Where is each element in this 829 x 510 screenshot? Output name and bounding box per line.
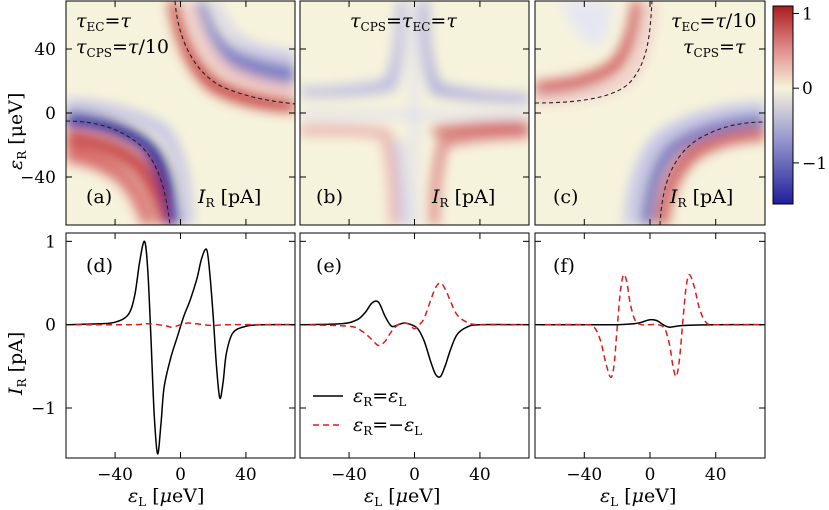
series-line-solid bbox=[535, 318, 765, 328]
series-line-dashed bbox=[300, 282, 529, 347]
x-tick-label: −40 bbox=[97, 465, 133, 485]
xlabel-e: εL [μeV] bbox=[364, 485, 440, 509]
panel-label-f: (f) bbox=[553, 255, 575, 277]
svg-text:IR [pA]: IR [pA] bbox=[669, 186, 733, 210]
colorbar-tick-label: −1 bbox=[802, 154, 827, 174]
series-line-dashed bbox=[66, 322, 295, 328]
colorbar-tick-label: 0 bbox=[802, 79, 813, 99]
x-tick-label: 40 bbox=[705, 465, 727, 485]
svg-text:τCPS=τ/10: τCPS=τ/10 bbox=[76, 36, 169, 60]
panel-label-e: (e) bbox=[316, 255, 342, 277]
annotation-c: τEC=τ/10 τCPS=τ bbox=[671, 10, 756, 60]
panel-label-a: (a) bbox=[86, 186, 112, 208]
dashed-hyperbola-a-upper bbox=[174, 1, 295, 105]
svg-text:εR [μeV]: εR [μeV] bbox=[5, 93, 29, 170]
panel-label-c: (c) bbox=[553, 186, 578, 208]
heatmap-a bbox=[66, 1, 295, 225]
svg-text:εL [μeV]: εL [μeV] bbox=[600, 485, 676, 509]
x-tick-label: 40 bbox=[469, 465, 491, 485]
quantity-label-c: IR [pA] bbox=[669, 186, 733, 210]
panel-label-d: (d) bbox=[86, 255, 113, 277]
svg-text:τEC=τ: τEC=τ bbox=[76, 10, 131, 34]
series-line-solid bbox=[66, 240, 295, 455]
y-tick-label: −40 bbox=[20, 168, 56, 188]
series-line-solid bbox=[300, 300, 529, 378]
x-tick-label: −40 bbox=[331, 465, 367, 485]
annotation-b: τCPS=τEC=τ bbox=[350, 10, 457, 34]
y-tick-label: −1 bbox=[31, 399, 56, 419]
colorbar: 1 0 −1 bbox=[772, 4, 827, 205]
legend: εR=εL εR=−εL bbox=[313, 385, 422, 438]
dashed-hyperbola-c-lower bbox=[659, 121, 765, 225]
x-tick-label: 0 bbox=[409, 465, 420, 485]
heatmap-b bbox=[300, 1, 529, 225]
svg-text:IR [pA]: IR [pA] bbox=[197, 186, 261, 210]
svg-text:τEC=τ/10: τEC=τ/10 bbox=[671, 10, 756, 34]
annotation-a: τEC=τ τCPS=τ/10 bbox=[76, 10, 169, 60]
axis-ticks: −40 0 40 −40 0 40 −40 0 40 1 0 −1 40 0 −40 bbox=[20, 1, 765, 485]
legend-label-solid: εR=εL bbox=[353, 385, 406, 409]
x-tick-label: 0 bbox=[645, 465, 656, 485]
y-tick-label: 0 bbox=[45, 104, 56, 124]
frame-d bbox=[65, 232, 296, 459]
svg-text:τCPS=τEC=τ: τCPS=τEC=τ bbox=[350, 10, 457, 34]
svg-text:IR [pA]: IR [pA] bbox=[431, 186, 495, 210]
svg-text:εL [μeV]: εL [μeV] bbox=[364, 485, 440, 509]
plot-f bbox=[535, 273, 765, 379]
svg-text:εL [μeV]: εL [μeV] bbox=[128, 485, 204, 509]
colorbar-tick-label: 1 bbox=[802, 4, 813, 24]
plot-d bbox=[66, 240, 295, 455]
y-tick-label: 1 bbox=[45, 232, 56, 252]
frame-e bbox=[299, 232, 530, 459]
dashed-hyperbola-c-upper bbox=[535, 1, 653, 104]
quantity-label-b: IR [pA] bbox=[431, 186, 495, 210]
legend-label-dashed: εR=−εL bbox=[353, 414, 422, 438]
x-tick-label: 0 bbox=[175, 465, 186, 485]
series-line-dashed bbox=[535, 273, 765, 379]
svg-text:τCPS=τ: τCPS=τ bbox=[683, 36, 746, 60]
colorbar-bar bbox=[772, 5, 794, 205]
colorbar-ticks: 1 0 −1 bbox=[793, 4, 827, 174]
xlabel-f: εL [μeV] bbox=[600, 485, 676, 509]
svg-text:IR [pA]: IR [pA] bbox=[5, 332, 29, 396]
x-tick-label: 40 bbox=[235, 465, 257, 485]
plot-e bbox=[300, 282, 529, 378]
top-ylabel: εR [μeV] bbox=[5, 93, 29, 170]
xlabel-d: εL [μeV] bbox=[128, 485, 204, 509]
y-tick-label: 0 bbox=[45, 316, 56, 336]
heatmap-c bbox=[535, 1, 765, 225]
quantity-label-a: IR [pA] bbox=[197, 186, 261, 210]
dashed-hyperbola-a-lower bbox=[66, 120, 171, 225]
frame-f bbox=[534, 232, 766, 459]
y-tick-label: 40 bbox=[34, 40, 56, 60]
panel-label-b: (b) bbox=[316, 186, 343, 208]
bottom-ylabel: IR [pA] bbox=[5, 332, 29, 396]
x-tick-label: −40 bbox=[566, 465, 602, 485]
